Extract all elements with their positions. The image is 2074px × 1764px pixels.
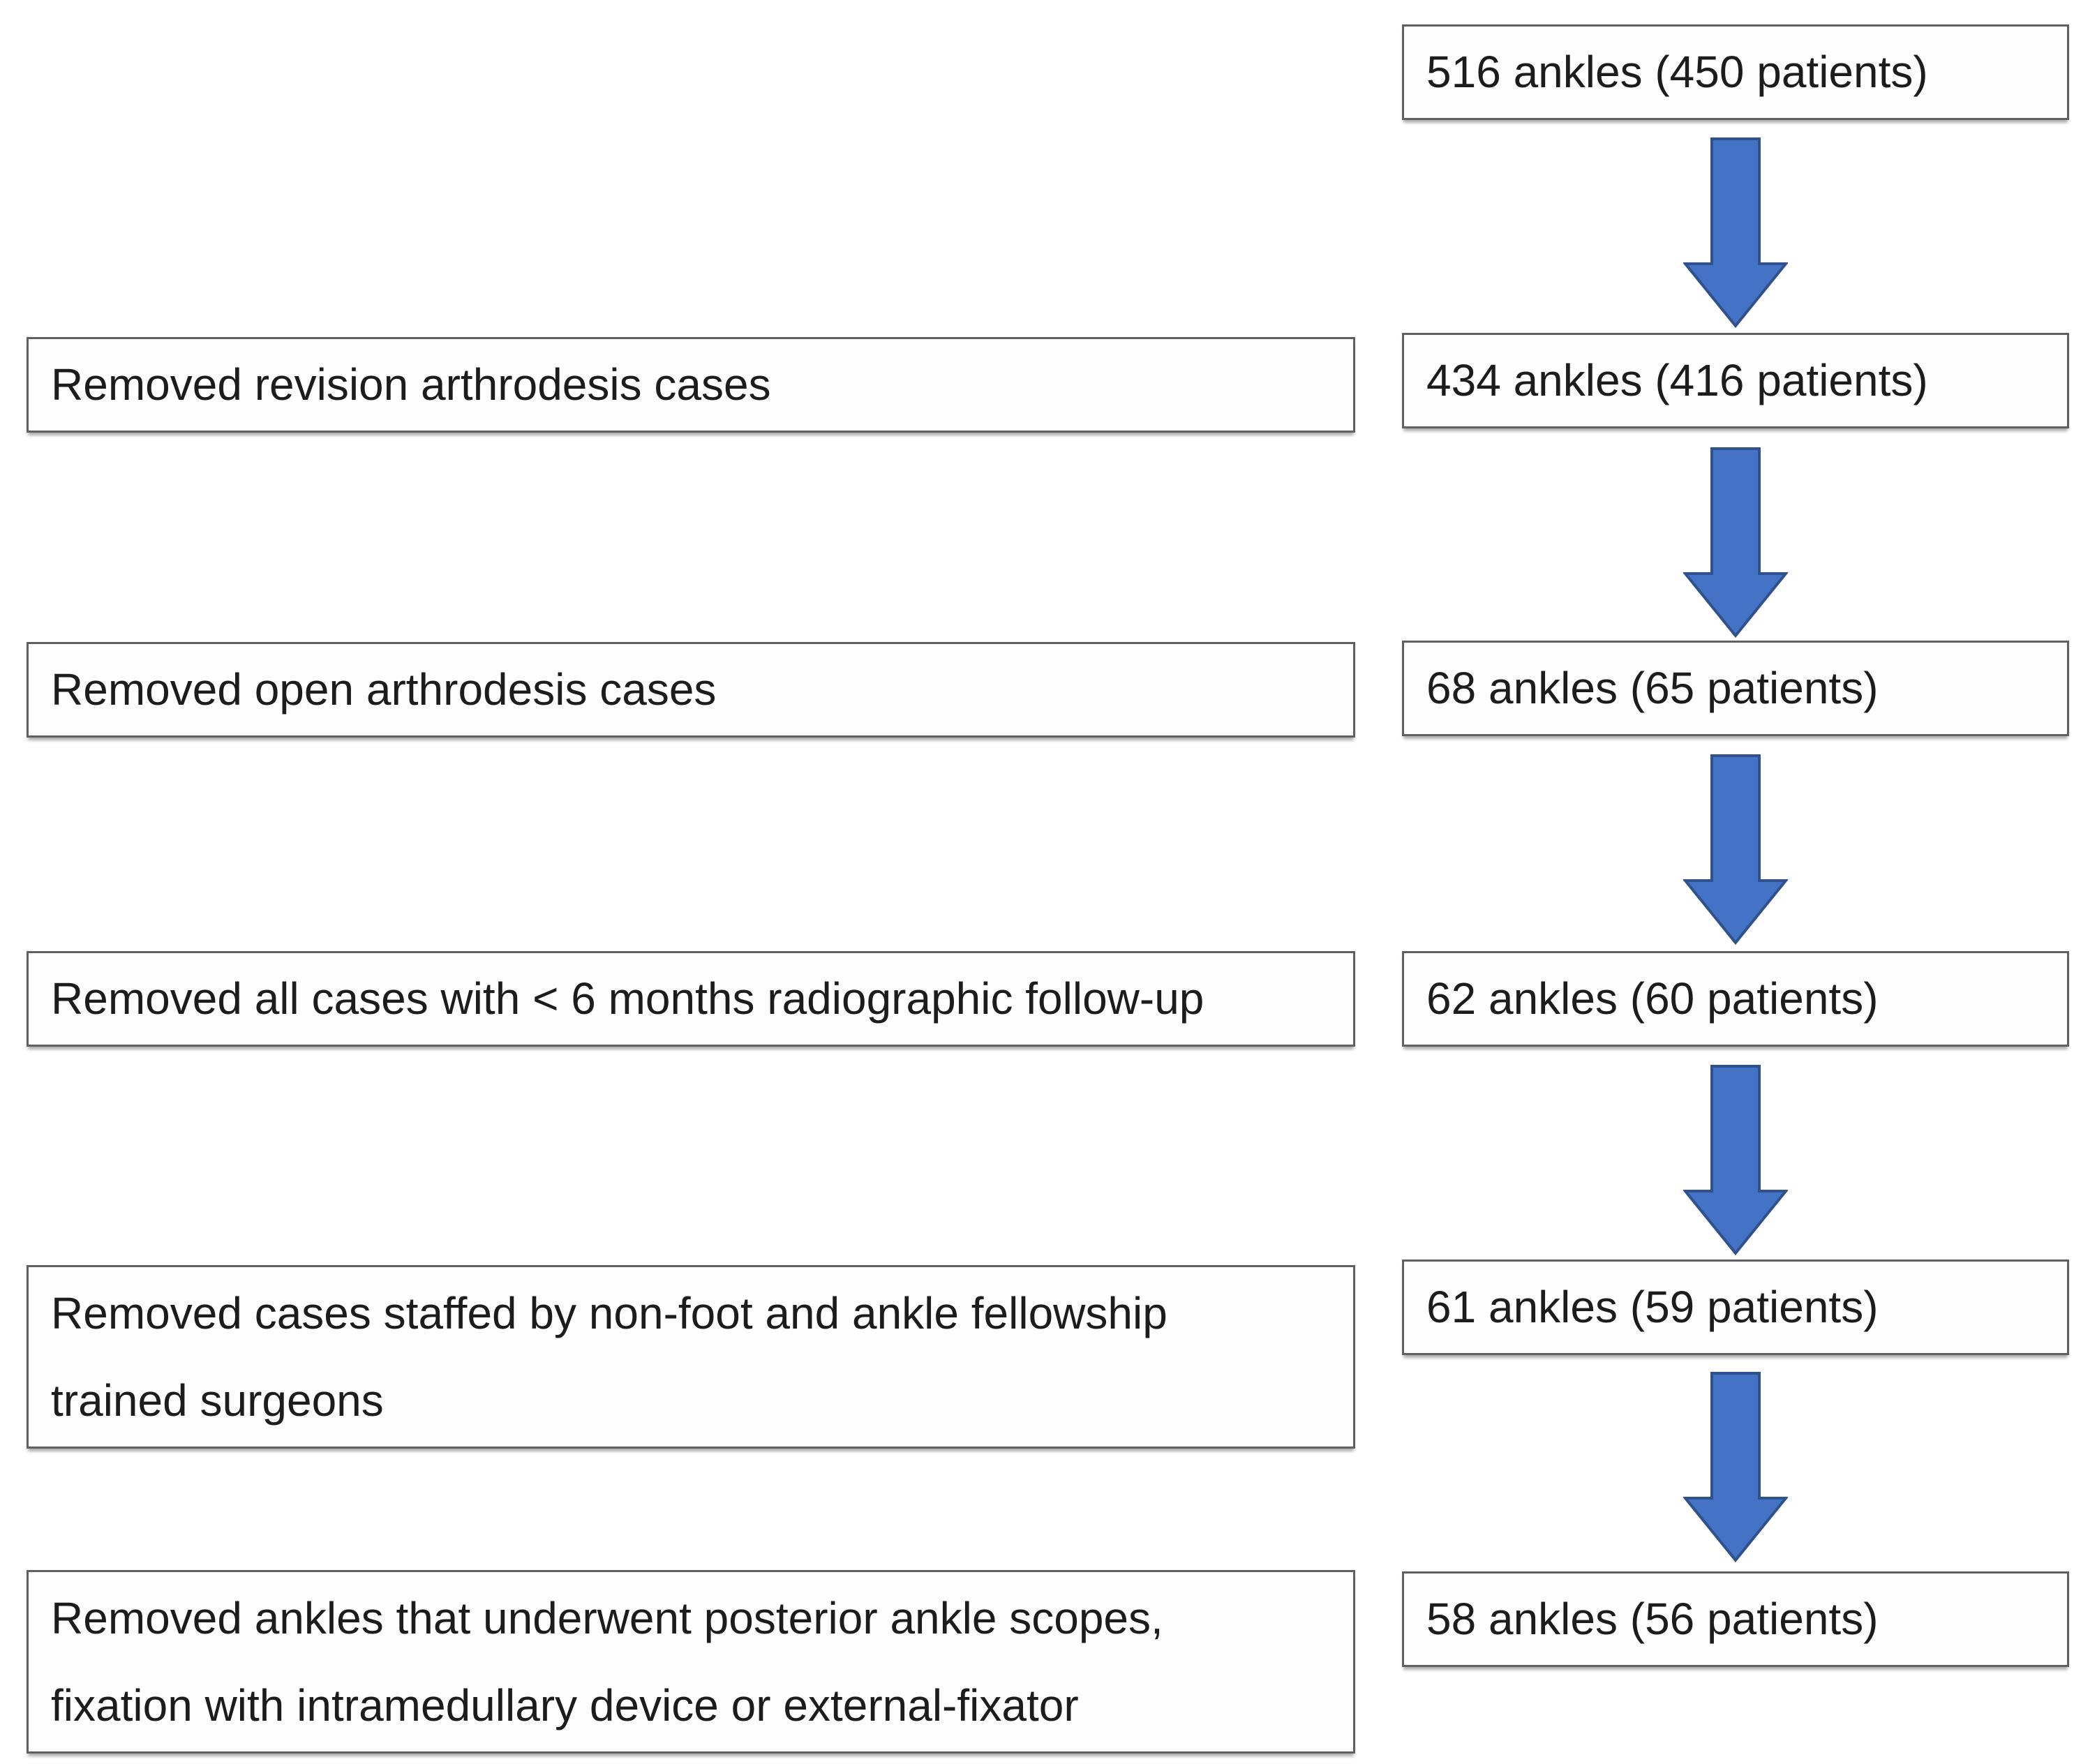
count-label: 61 ankles (59 patients) bbox=[1426, 1282, 1879, 1333]
exclusion-label: Removed ankles that underwent posterior … bbox=[51, 1592, 1163, 1731]
count-box-initial: 516 ankles (450 patients) bbox=[1402, 24, 2069, 120]
count-box-after-nonfellowship-removed: 61 ankles (59 patients) bbox=[1402, 1260, 2069, 1355]
count-box-final: 58 ankles (56 patients) bbox=[1402, 1571, 2069, 1667]
count-label: 516 ankles (450 patients) bbox=[1426, 47, 1928, 98]
exclusion-label: Removed open arthrodesis cases bbox=[51, 664, 717, 715]
exclusion-box-revision-arthrodesis: Removed revision arthrodesis cases bbox=[27, 337, 1355, 433]
count-label: 434 ankles (416 patients) bbox=[1426, 355, 1928, 406]
count-label: 68 ankles (65 patients) bbox=[1426, 663, 1879, 714]
count-box-after-followup-removed: 62 ankles (60 patients) bbox=[1402, 951, 2069, 1047]
count-box-after-revision-removed: 434 ankles (416 patients) bbox=[1402, 333, 2069, 428]
down-arrow-icon bbox=[1683, 754, 1788, 945]
count-box-after-open-removed: 68 ankles (65 patients) bbox=[1402, 641, 2069, 736]
down-arrow-icon bbox=[1683, 1371, 1788, 1563]
exclusion-label: Removed all cases with < 6 months radiog… bbox=[51, 973, 1204, 1024]
exclusion-box-followup: Removed all cases with < 6 months radiog… bbox=[27, 951, 1355, 1047]
exclusion-box-posterior-scopes-fixation: Removed ankles that underwent posterior … bbox=[27, 1570, 1355, 1754]
count-label: 62 ankles (60 patients) bbox=[1426, 973, 1879, 1024]
count-label: 58 ankles (56 patients) bbox=[1426, 1594, 1879, 1645]
exclusion-box-open-arthrodesis: Removed open arthrodesis cases bbox=[27, 642, 1355, 738]
exclusion-label: Removed cases staffed by non-foot and an… bbox=[51, 1287, 1167, 1426]
exclusion-label: Removed revision arthrodesis cases bbox=[51, 359, 771, 410]
down-arrow-icon bbox=[1683, 447, 1788, 638]
down-arrow-icon bbox=[1683, 137, 1788, 329]
down-arrow-icon bbox=[1683, 1064, 1788, 1256]
exclusion-box-nonfellowship-surgeons: Removed cases staffed by non-foot and an… bbox=[27, 1265, 1355, 1449]
